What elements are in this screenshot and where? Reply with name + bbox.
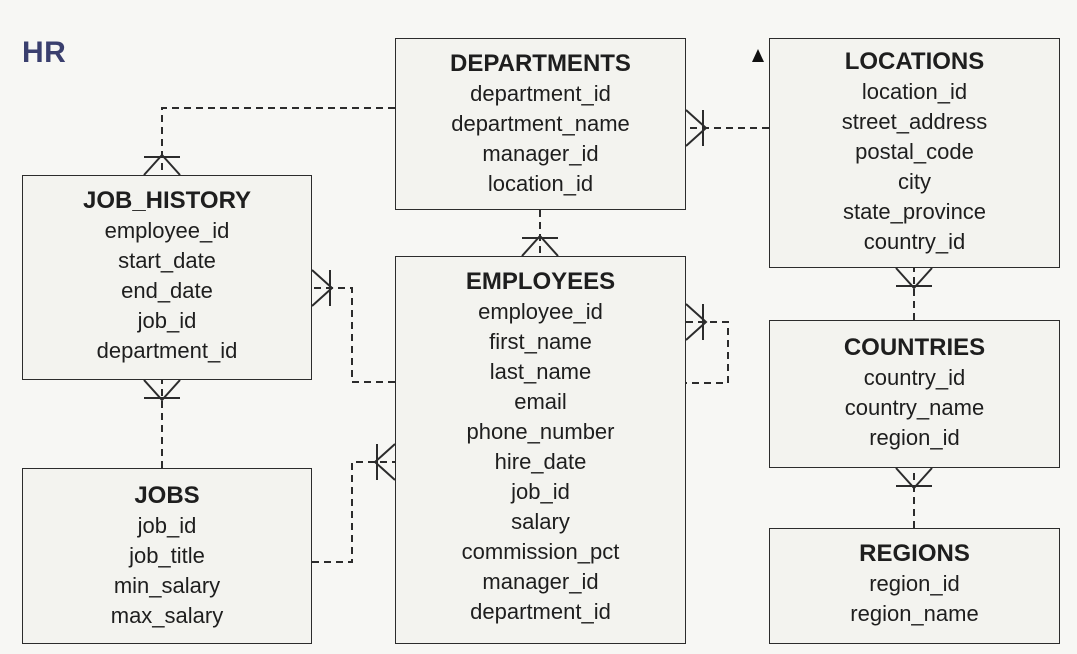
field: department_name xyxy=(451,111,630,136)
table-countries[interactable]: COUNTRIES country_id country_name region… xyxy=(769,320,1060,468)
rel-countries-locations xyxy=(895,267,933,320)
field: department_id xyxy=(470,599,611,624)
field: start_date xyxy=(118,248,216,273)
field: job_id xyxy=(137,308,197,333)
field: country_id xyxy=(863,365,966,390)
schema-label: HR xyxy=(22,36,67,69)
field-list: employee_id start_date end_date job_id d… xyxy=(23,216,311,366)
rel-employees-job_history xyxy=(311,269,395,383)
field: end_date xyxy=(121,278,213,303)
field: state_province xyxy=(842,199,987,224)
field: hire_date xyxy=(494,449,587,474)
field: commission_pct xyxy=(461,539,620,564)
field: job_id xyxy=(511,479,570,504)
field-list: job_id job_title min_salary max_salary xyxy=(23,511,311,631)
table-title: DEPARTMENTS xyxy=(450,50,631,77)
table-employees[interactable]: EMPLOYEES employee_id first_name last_na… xyxy=(395,256,686,644)
field: last_name xyxy=(489,359,592,384)
rel-locations-departments xyxy=(685,109,769,147)
table-title: JOB_HISTORY xyxy=(82,187,252,214)
field: first_name xyxy=(489,329,592,354)
field: manager_id xyxy=(482,569,599,594)
field-list: department_id department_name manager_id… xyxy=(396,79,685,199)
field: region_id xyxy=(869,425,960,450)
field: region_id xyxy=(869,571,960,596)
field: job_title xyxy=(129,543,205,568)
field-list: employee_id first_name last_name email p… xyxy=(396,297,685,627)
field: phone_number xyxy=(466,419,615,444)
field: max_salary xyxy=(110,603,224,628)
table-title: REGIONS xyxy=(859,540,970,567)
field: salary xyxy=(511,509,570,534)
field: location_id xyxy=(861,79,968,104)
table-locations[interactable]: LOCATIONS location_id street_address pos… xyxy=(769,38,1060,268)
field: location_id xyxy=(487,171,594,196)
cursor-icon xyxy=(752,49,764,62)
table-title: EMPLOYEES xyxy=(465,268,616,295)
field: department_id xyxy=(470,81,611,106)
field: street_address xyxy=(841,109,988,134)
field: employee_id xyxy=(104,218,230,243)
rel-departments-employees xyxy=(521,210,559,257)
table-jobs[interactable]: JOBS job_id job_title min_salary max_sal… xyxy=(22,468,312,644)
rel-jobs-employees xyxy=(312,443,396,563)
field-list: country_id country_name region_id xyxy=(770,363,1059,453)
rel-regions-countries xyxy=(895,467,933,528)
table-departments[interactable]: DEPARTMENTS department_id department_nam… xyxy=(395,38,686,210)
rel-employees-employees xyxy=(685,303,729,384)
field: country_name xyxy=(844,395,985,420)
field: manager_id xyxy=(482,141,599,166)
table-title: LOCATIONS xyxy=(844,48,985,75)
field: job_id xyxy=(137,513,197,538)
field: postal_code xyxy=(855,139,974,164)
field: employee_id xyxy=(478,299,603,324)
table-title: COUNTRIES xyxy=(843,334,986,361)
field: email xyxy=(514,389,567,414)
rel-departments-job_history xyxy=(143,107,395,176)
table-regions[interactable]: REGIONS region_id region_name xyxy=(769,528,1060,644)
field: min_salary xyxy=(113,573,221,598)
field: department_id xyxy=(96,338,238,363)
rel-jobs-job_history xyxy=(143,379,181,468)
field-list: location_id street_address postal_code c… xyxy=(770,77,1059,257)
field-list: region_id region_name xyxy=(770,569,1059,629)
field: region_name xyxy=(850,601,979,626)
table-job-history[interactable]: JOB_HISTORY employee_id start_date end_d… xyxy=(22,175,312,380)
field: country_id xyxy=(863,229,966,254)
table-title: JOBS xyxy=(134,482,200,509)
field: city xyxy=(898,169,931,194)
